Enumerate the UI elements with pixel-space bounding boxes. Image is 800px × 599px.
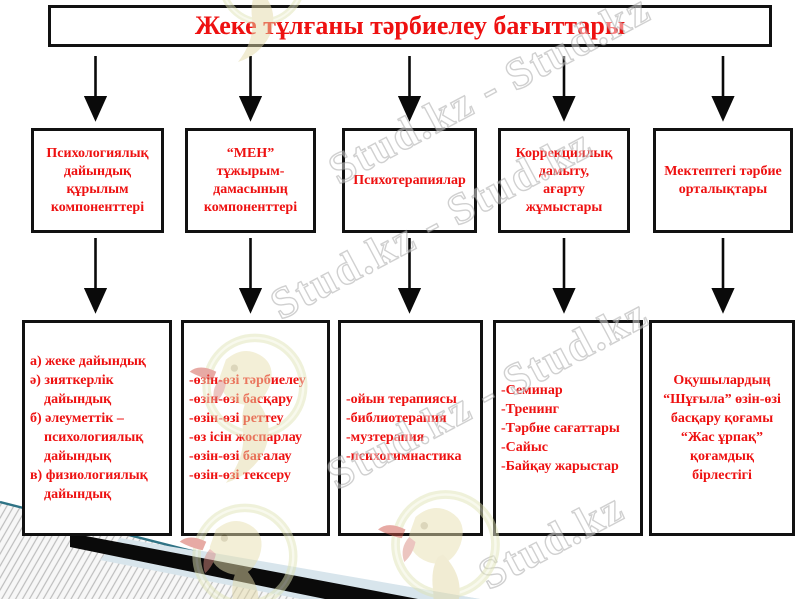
bottom-box-text: а) жеке дайындық ә) зияткерлік дайындық … — [25, 352, 169, 504]
middle-box-school-centers: Мектептегі тәрбие орталықтары — [653, 128, 793, 233]
bottom-box-text: -ойын терапиясы -библиотерапия -музтерап… — [341, 390, 480, 466]
text-line: в) физиологиялық — [30, 468, 148, 483]
bottom-box-readiness-types: а) жеке дайындық ә) зияткерлік дайындық … — [22, 320, 172, 536]
text-line: Психотерапиялар — [353, 172, 466, 188]
middle-box-text: “МЕН” тұжырым- дамасының компоненттері — [188, 145, 313, 217]
middle-box-psychotherapies: Психотерапиялар — [342, 128, 477, 233]
text-line: Коррекциялық — [515, 145, 613, 161]
middle-box-text: Мектептегі тәрбие орталықтары — [656, 163, 790, 199]
bottom-box-text: -өзін-өзі тәрбиелеу -өзін-өзі басқару -ө… — [184, 371, 327, 485]
bottom-box-text: -Семинар -Тренинг -Тәрбие сағаттары -Сай… — [496, 381, 640, 476]
text-line: -өзін-өзі реттеу — [189, 411, 284, 426]
text-line: бірлестігі — [692, 468, 752, 483]
text-line: -өзін-өзі бағалау — [189, 449, 292, 464]
text-line: дайындық — [30, 392, 112, 407]
text-line: қоғамдық — [689, 449, 755, 464]
text-line: құрылым — [66, 181, 129, 197]
arrows-middle-to-bottom — [83, 238, 735, 314]
bottom-box-student-society: Оқушылардың “Шұғыла” өзін-өзі басқару қо… — [649, 320, 795, 536]
text-line: Мектептегі тәрбие — [664, 163, 782, 179]
middle-box-men-concept: “МЕН” тұжырым- дамасының компоненттері — [185, 128, 316, 233]
middle-box-text: Психотерапиялар — [345, 172, 474, 190]
text-line: дамасының — [213, 181, 288, 197]
text-line: б) әлеуметтік – — [30, 411, 124, 426]
text-line: орталықтары — [678, 181, 768, 197]
middle-box-text: Психологиялық дайындық құрылым компонент… — [34, 145, 161, 217]
text-line: ә) зияткерлік — [30, 373, 114, 388]
text-line: дайындық — [30, 487, 112, 502]
text-line: -өзін-өзі басқару — [189, 392, 293, 407]
title-box: Жеке тұлғаны тәрбиелеу бағыттары — [48, 5, 772, 47]
text-line: психологиялық — [30, 430, 144, 445]
bottom-box-text: Оқушылардың “Шұғыла” өзін-өзі басқару қо… — [652, 371, 792, 485]
pale-blue-band — [58, 526, 480, 599]
pale-blue-band-upper — [100, 538, 480, 599]
slide-title: Жеке тұлғаны тәрбиелеу бағыттары — [194, 11, 626, 40]
text-line: компоненттері — [50, 199, 145, 215]
black-band — [70, 533, 418, 599]
arrows-title-to-middle — [83, 56, 735, 122]
text-line: -ойын терапиясы — [346, 392, 457, 407]
middle-box-text: Коррекциялық дамыту, ағарту жұмыстары — [501, 145, 627, 217]
text-line: -Семинар — [501, 382, 563, 398]
bottom-box-self-management: -өзін-өзі тәрбиелеу -өзін-өзі басқару -ө… — [181, 320, 330, 536]
bottom-box-activities: -Семинар -Тренинг -Тәрбие сағаттары -Сай… — [493, 320, 643, 536]
text-line: -өз ісін жоспарлау — [189, 430, 303, 445]
text-line: “МЕН” — [226, 145, 275, 161]
bottom-box-therapies: -ойын терапиясы -библиотерапия -музтерап… — [338, 320, 483, 536]
text-line: “Жас ұрпақ” — [680, 430, 764, 445]
text-line: -Байқау жарыстар — [501, 458, 619, 474]
text-line: дайындық — [63, 163, 132, 179]
text-line: жұмыстары — [525, 199, 603, 215]
text-line: компоненттері — [203, 199, 298, 215]
text-line: дайындық — [30, 449, 112, 464]
text-line: Психологиялық — [46, 145, 149, 161]
text-line: -Тренинг — [501, 401, 560, 417]
text-line: -музтерапия — [346, 430, 425, 445]
middle-box-psych-readiness: Психологиялық дайындық құрылым компонент… — [31, 128, 164, 233]
text-line: -библиотерапия — [346, 411, 447, 426]
text-line: дамыту, — [538, 163, 590, 179]
text-line: басқару қоғамы — [670, 411, 774, 426]
text-line: Оқушылардың — [673, 373, 771, 388]
text-line: -өзін-өзі тексеру — [189, 468, 291, 483]
middle-box-correctional-work: Коррекциялық дамыту, ағарту жұмыстары — [498, 128, 630, 233]
text-line: а) жеке дайындық — [30, 354, 146, 369]
text-line: -Сайыс — [501, 439, 548, 455]
text-line: -Тәрбие сағаттары — [501, 420, 620, 436]
text-line: -психогимнастика — [346, 449, 462, 464]
text-line: “Шұғыла” өзін-өзі — [663, 392, 781, 407]
text-line: тұжырым- — [216, 163, 285, 179]
text-line: -өзін-өзі тәрбиелеу — [189, 373, 306, 388]
text-line: ағарту — [543, 181, 585, 197]
